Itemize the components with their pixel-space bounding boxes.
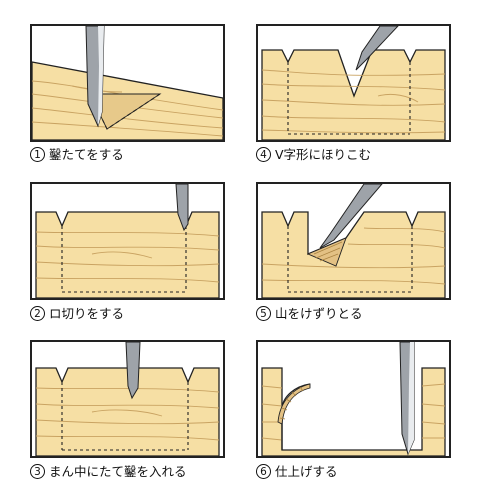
step-2-caption: 2 ロ切りをする: [30, 305, 124, 323]
step-4-number: 4: [256, 147, 271, 162]
step-6-label: 仕上げする: [275, 464, 338, 479]
step-1-label: 鑿たてをする: [49, 147, 124, 162]
step-4-label: V字形にほりこむ: [275, 147, 372, 162]
step-3-label: まん中にたて鑿を入れる: [49, 464, 187, 479]
step-2-number: 2: [30, 306, 45, 321]
step-1-panel: [30, 24, 225, 142]
step-5-illustration: [261, 184, 446, 298]
step-6-panel: [256, 340, 451, 458]
step-1-number: 1: [30, 147, 45, 162]
step-2-illustration: [35, 184, 220, 298]
step-5-panel: [256, 182, 451, 300]
step-2-panel: [30, 182, 225, 300]
step-5-number: 5: [256, 306, 271, 321]
step-3-illustration: [35, 342, 220, 456]
step-4-illustration: [261, 26, 446, 140]
step-1-caption: 1 鑿たてをする: [30, 146, 124, 164]
step-6-number: 6: [256, 464, 271, 479]
step-4-caption: 4 V字形にほりこむ: [256, 146, 371, 164]
step-3-caption: 3 まん中にたて鑿を入れる: [30, 463, 187, 481]
step-6-caption: 6 仕上げする: [256, 463, 338, 481]
step-1-illustration: [32, 26, 223, 140]
step-5-caption: 5 山をけずりとる: [256, 305, 363, 323]
step-6-illustration: [261, 342, 446, 456]
step-4-panel: [256, 24, 451, 142]
step-2-label: ロ切りをする: [49, 306, 125, 321]
step-5-label: 山をけずりとる: [275, 306, 363, 321]
step-3-panel: [30, 340, 225, 458]
step-3-number: 3: [30, 464, 45, 479]
